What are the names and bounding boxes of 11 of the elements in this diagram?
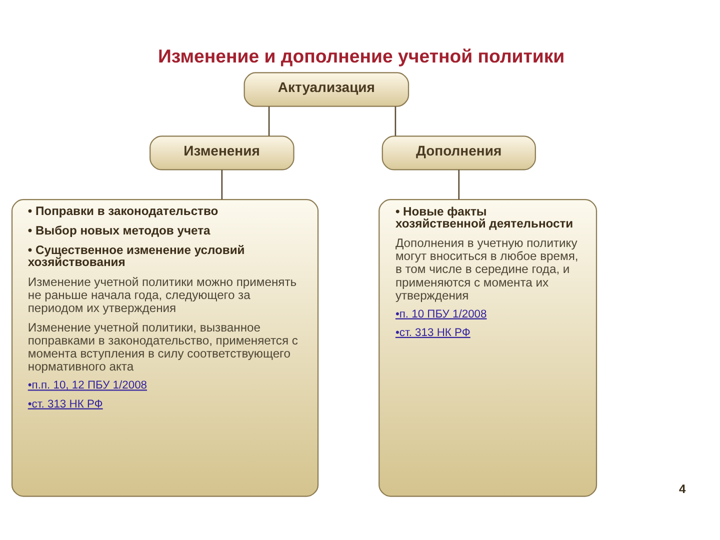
node-box: Дополнения xyxy=(382,135,536,170)
node-box: Актуализация xyxy=(244,72,410,106)
diagram-title: Изменение и дополнение учетной политики xyxy=(158,44,565,66)
connector xyxy=(394,106,396,136)
node-box: • Новые факты хозяйственной деятельности Дополнения в учетную политику могут вноситься в любое время, в том числе в середине года, и применяются с момента их утверждения •п. 10 ПБУ 1/2008 •ст. 313 НК РФ xyxy=(378,198,598,496)
node-box: • Поправки в законодательство • Выбор новых методов учета • Существенное изменение условий хозяйствования Изменение учетной политики можно применять не раньше начала года, следующего за периодом их утверждения Изменение учетной политики, вызванное поправками в законодательство, применяется с момента вступления в силу соответствующего нормативного акта •п.п. 10, 12 ПБУ 1/2008 •ст. 313 НК РФ xyxy=(11,198,319,496)
label: 4 xyxy=(679,481,686,496)
connector xyxy=(458,169,460,199)
node-box: Изменения xyxy=(150,135,294,170)
connector xyxy=(221,169,223,199)
connector xyxy=(268,106,270,136)
